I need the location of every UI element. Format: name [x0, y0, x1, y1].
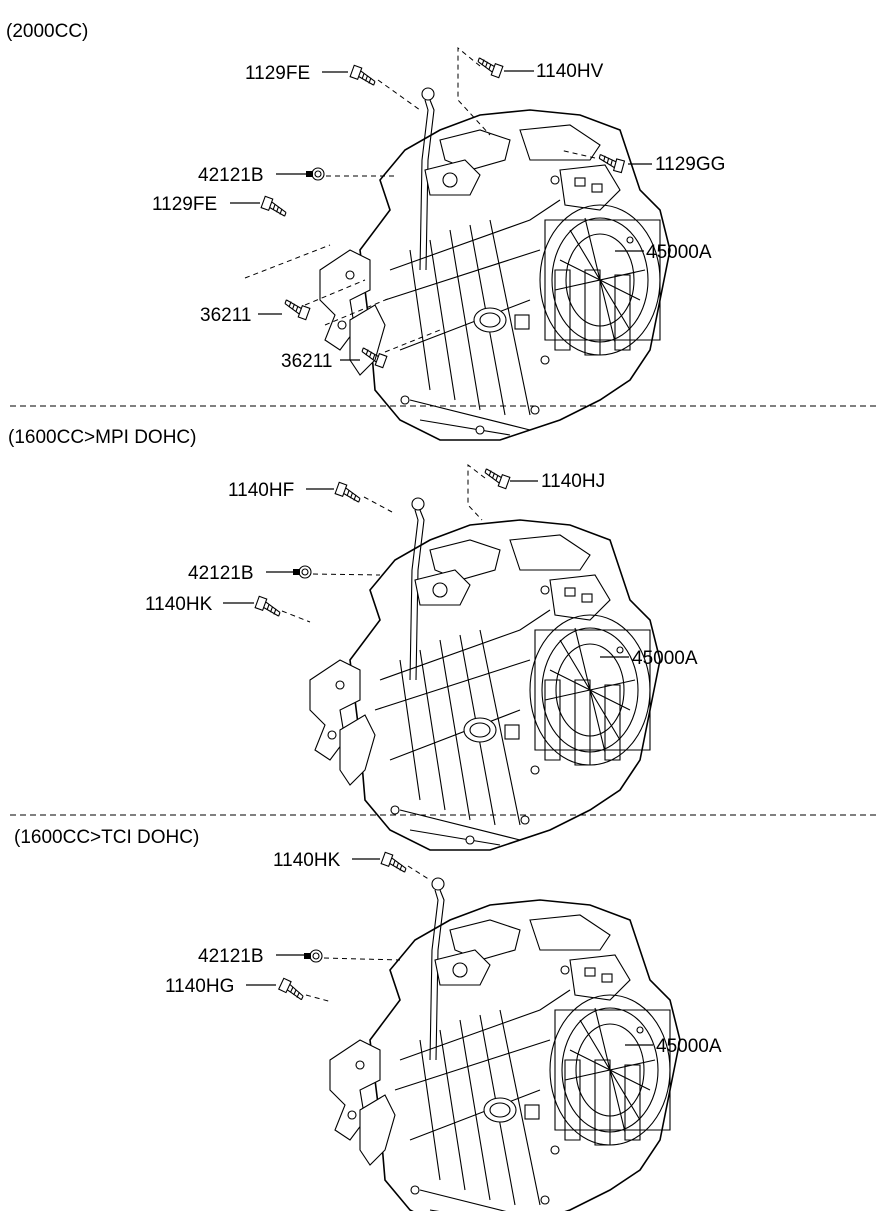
nut-icon [292, 565, 312, 579]
section-2000cc: (2000CC) 1129FE 1140HV 1129GG 42121B 112… [6, 21, 725, 441]
part-label-45000a[interactable]: 45000A [656, 1036, 722, 1057]
transaxle-assembly-drawing [309, 497, 661, 851]
part-label-42121b[interactable]: 42121B [188, 563, 254, 584]
section-title: (1600CC>MPI DOHC) [8, 427, 196, 448]
part-label-45000a[interactable]: 45000A [646, 242, 712, 263]
part-label-45000a[interactable]: 45000A [632, 648, 698, 669]
bolt-icon [260, 195, 290, 217]
part-label-1140hg[interactable]: 1140HG [165, 976, 234, 997]
bolt-icon [380, 851, 410, 873]
part-label-36211[interactable]: 36211 [200, 305, 251, 326]
part-label-1129fe[interactable]: 1129FE [245, 63, 310, 84]
bolt-icon [474, 57, 504, 79]
bolt-icon [281, 299, 311, 321]
bolt-icon [334, 481, 364, 503]
part-label-36211[interactable]: 36211 [281, 351, 332, 372]
transaxle-assembly-drawing [319, 87, 671, 441]
nut-icon [305, 167, 325, 181]
section-title: (1600CC>TCI DOHC) [14, 827, 199, 848]
bolt-icon [349, 64, 379, 86]
part-label-1140hf[interactable]: 1140HF [228, 480, 294, 501]
bolt-icon [278, 977, 308, 1001]
section-1600cc-mpi-dohc: (1600CC>MPI DOHC) 1140HF 1140HJ 42121B 1… [8, 427, 698, 851]
bolt-icon [254, 595, 284, 617]
bolt-icon [481, 468, 511, 490]
part-label-1140hv[interactable]: 1140HV [536, 61, 604, 82]
part-label-1129fe[interactable]: 1129FE [152, 194, 217, 215]
part-label-1129gg[interactable]: 1129GG [655, 154, 725, 175]
part-label-1140hj[interactable]: 1140HJ [541, 471, 605, 492]
part-label-1140hk[interactable]: 1140HK [145, 594, 213, 615]
part-label-1140hk[interactable]: 1140HK [273, 850, 341, 871]
section-1600cc-tci-dohc: (1600CC>TCI DOHC) 1140HK 42121B 1140HG 4… [14, 827, 722, 1211]
section-title: (2000CC) [6, 21, 88, 42]
nut-icon [303, 949, 323, 963]
part-label-42121b[interactable]: 42121B [198, 165, 264, 186]
part-label-42121b[interactable]: 42121B [198, 946, 264, 967]
